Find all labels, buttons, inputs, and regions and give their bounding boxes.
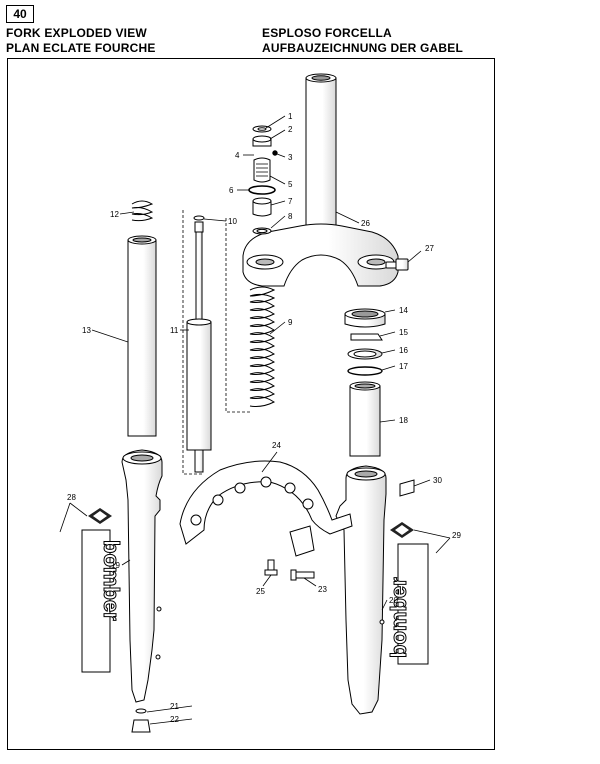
callout-16: 16 <box>399 346 408 355</box>
callout-24: 24 <box>272 441 281 450</box>
callout-23: 23 <box>318 585 327 594</box>
decal-sticker <box>399 479 415 497</box>
page-number: 40 <box>6 5 34 23</box>
damper-rod <box>182 210 212 475</box>
top-cap-parts <box>248 125 278 235</box>
left-decal-sheet: bomber <box>81 508 125 673</box>
callout-11: 11 <box>170 326 179 335</box>
callout-labels: 1 2 3 4 5 6 7 8 9 10 11 12 13 14 15 16 1… <box>67 112 461 724</box>
diagram-frame <box>7 58 495 750</box>
callout-22: 22 <box>170 715 179 724</box>
callout-10: 10 <box>228 217 237 226</box>
callout-12: 12 <box>110 210 119 219</box>
steerer-tube <box>305 73 337 229</box>
fork-brace <box>179 460 353 557</box>
callout-28: 28 <box>67 493 76 502</box>
callout-1: 1 <box>288 112 293 121</box>
leader-lines <box>59 115 451 725</box>
crown-bolt <box>385 258 409 271</box>
callout-20: 20 <box>389 596 398 605</box>
crown <box>242 223 399 287</box>
left-lower-leg <box>121 449 163 703</box>
left-decal-brand: bomber <box>99 540 124 621</box>
callout-9: 9 <box>288 318 293 327</box>
callout-8: 8 <box>288 212 293 221</box>
callout-2: 2 <box>288 125 293 134</box>
coil-spring <box>225 218 276 413</box>
callout-15: 15 <box>399 328 408 337</box>
small-bolts <box>131 559 315 733</box>
callout-21: 21 <box>170 702 179 711</box>
stanchion-tube <box>127 235 157 437</box>
callout-17: 17 <box>399 362 408 371</box>
title-french: PLAN ECLATE FOURCHE <box>6 41 156 55</box>
title-italian: ESPLOSO FORCELLA <box>262 26 392 40</box>
callout-27: 27 <box>425 244 434 253</box>
callout-7: 7 <box>288 197 293 206</box>
callout-4: 4 <box>235 151 240 160</box>
callout-3: 3 <box>288 153 293 162</box>
callout-19: 19 <box>111 561 120 570</box>
callout-6: 6 <box>229 186 234 195</box>
callout-5: 5 <box>288 180 293 189</box>
title-english: FORK EXPLODED VIEW <box>6 26 147 40</box>
right-lower-leg <box>335 465 387 715</box>
callout-13: 13 <box>82 326 91 335</box>
callout-18: 18 <box>399 416 408 425</box>
right-decal-brand: bomber <box>386 577 411 658</box>
callout-30: 30 <box>433 476 442 485</box>
callout-14: 14 <box>399 306 408 315</box>
callout-26: 26 <box>361 219 370 228</box>
right-decal-sheet: bomber <box>386 522 429 665</box>
callout-25: 25 <box>256 587 265 596</box>
title-german: AUFBAUZEICHNUNG DER GABEL <box>262 41 463 55</box>
callout-29: 29 <box>452 531 461 540</box>
top-spring <box>131 200 154 222</box>
right-stanchion-parts <box>344 308 386 457</box>
